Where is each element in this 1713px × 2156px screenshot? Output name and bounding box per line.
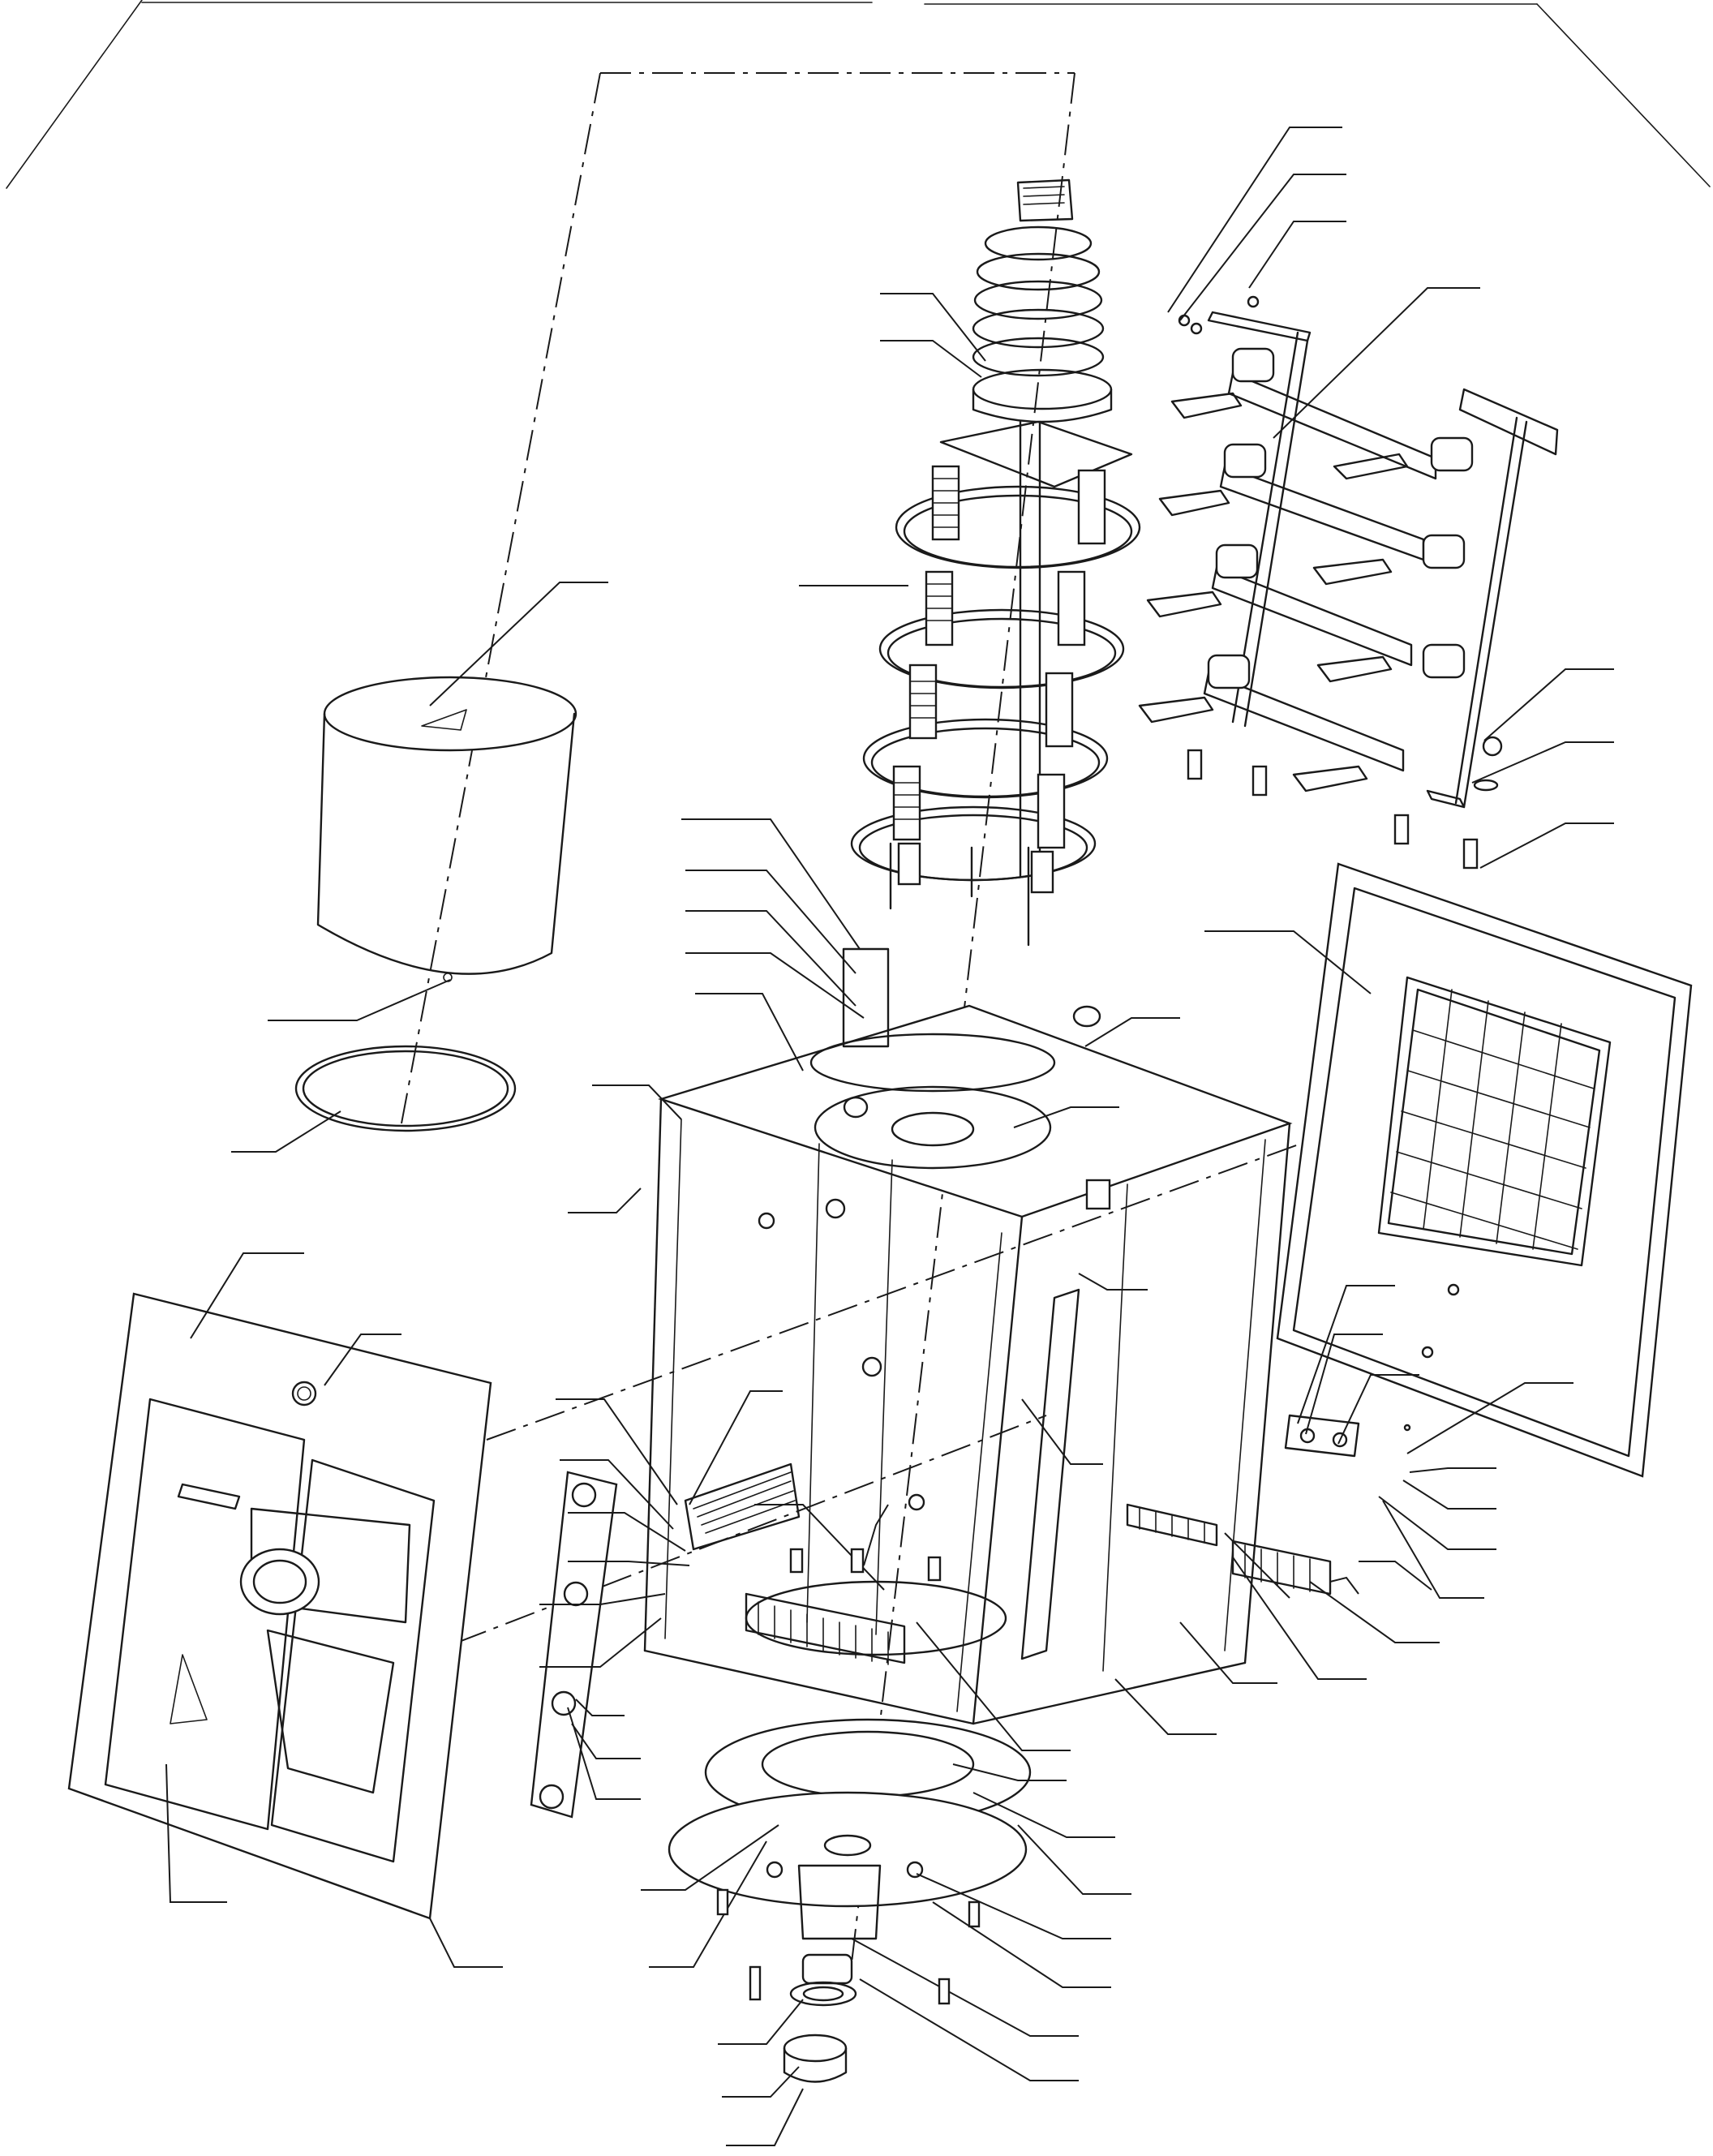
square-frame (643, 947, 1332, 1725)
seal-ring (789, 1981, 857, 2007)
leader-lines (165, 127, 1614, 2146)
side-terminal-strip (530, 1414, 1411, 1819)
contact-frame (1138, 295, 1559, 870)
nut-ring (783, 2034, 848, 2083)
drive-column (850, 420, 1141, 947)
gear-head (972, 178, 1113, 423)
lid-gasket-ring (294, 1045, 517, 1132)
bottom-plate (668, 1791, 1028, 1985)
front-cover-panel (67, 1292, 492, 1920)
mesh-window-panel (1276, 862, 1693, 1478)
frame-lines (6, 0, 1711, 189)
lid-cylinder (316, 676, 577, 982)
fasteners (716, 1198, 981, 2005)
